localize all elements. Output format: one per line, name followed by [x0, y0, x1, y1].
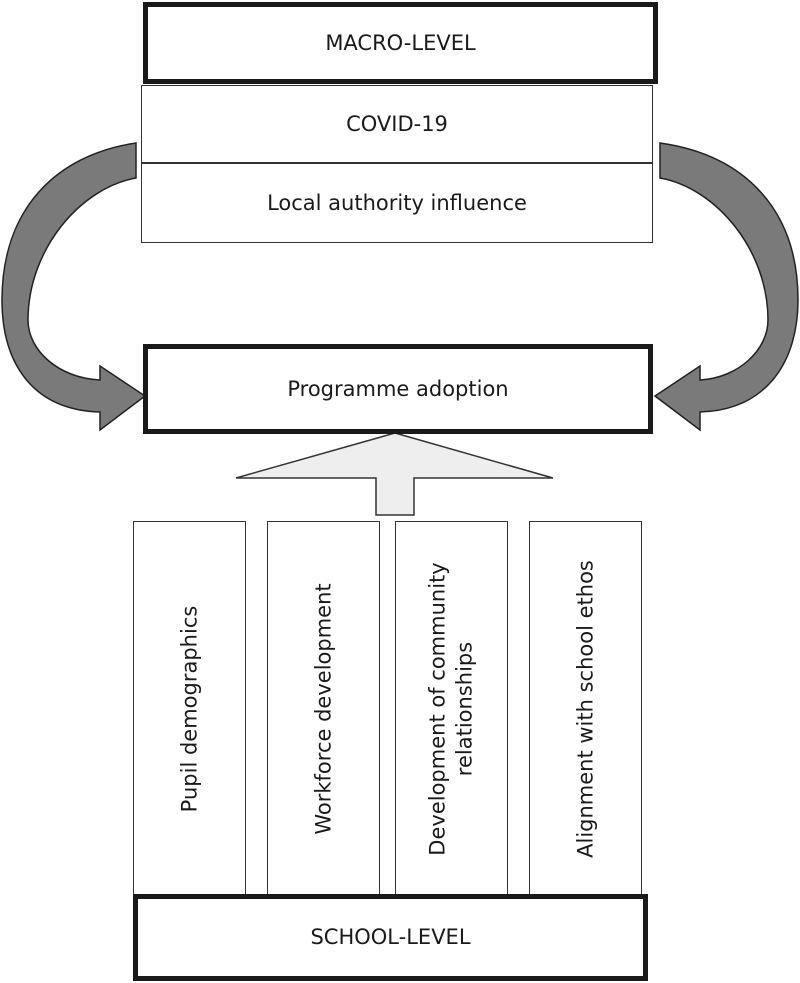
- pillar-label: Pupil demographics: [176, 605, 201, 812]
- pillar-label: Workforce development: [310, 582, 335, 835]
- programme-adoption-box: Programme adoption: [143, 344, 653, 434]
- covid-box: COVID-19: [141, 85, 653, 163]
- school-level-box: SCHOOL-LEVEL: [133, 894, 648, 981]
- programme-adoption-label: Programme adoption: [287, 376, 509, 401]
- local-authority-label: Local authority influence: [267, 190, 527, 215]
- pillar-label: Development of community relationships: [425, 561, 477, 856]
- pillar-label: Alignment with school ethos: [572, 559, 597, 858]
- macro-level-box: MACRO-LEVEL: [143, 2, 658, 84]
- pillar-community-relationships: Development of community relationships: [395, 521, 508, 896]
- macro-level-title: MACRO-LEVEL: [325, 30, 476, 55]
- pillar-workforce-development: Workforce development: [267, 521, 380, 896]
- covid-label: COVID-19: [346, 111, 448, 136]
- right-curved-arrow: [653, 142, 799, 432]
- local-authority-box: Local authority influence: [141, 163, 653, 243]
- school-level-title: SCHOOL-LEVEL: [310, 925, 471, 950]
- left-curved-arrow: [1, 142, 147, 432]
- pillar-school-ethos: Alignment with school ethos: [529, 521, 642, 896]
- pillar-pupil-demographics: Pupil demographics: [133, 521, 246, 896]
- up-arrow: [235, 432, 554, 516]
